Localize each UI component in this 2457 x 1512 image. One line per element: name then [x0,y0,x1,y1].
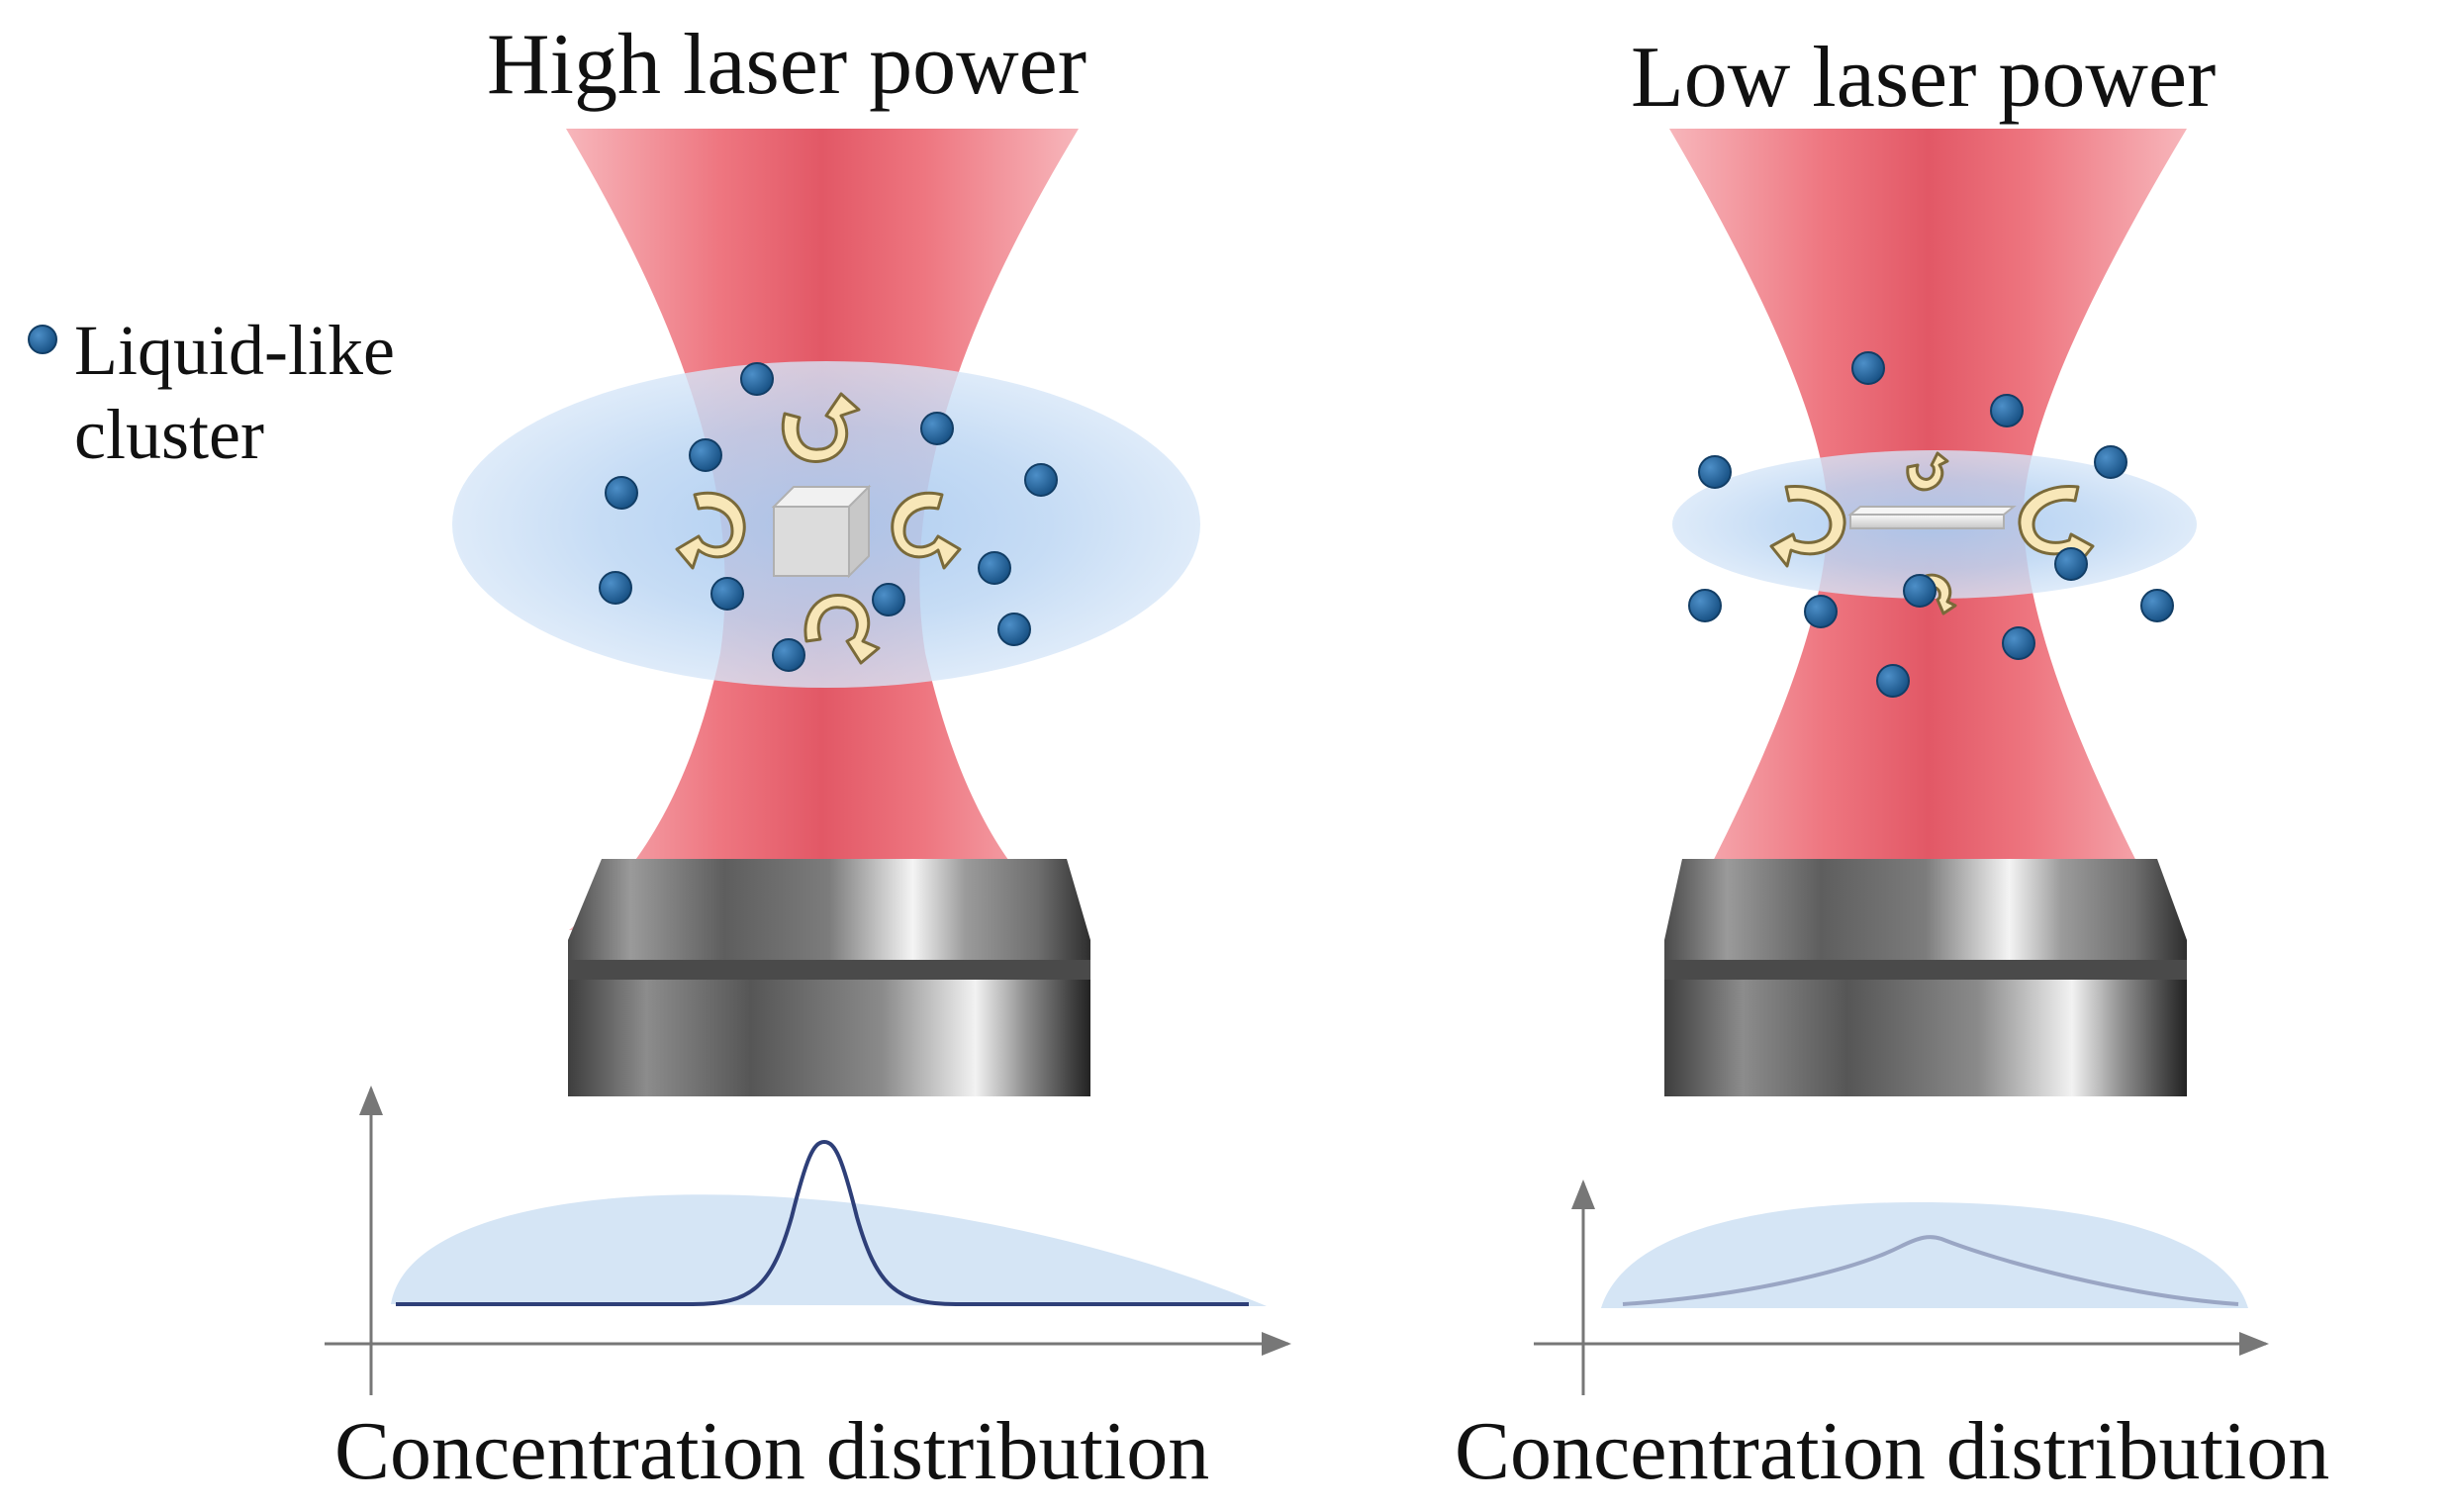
cluster-dot [740,362,774,396]
flow-arrows-high [675,392,962,665]
objective-lens-high [568,859,1090,1096]
objective-lens-low [1664,859,2187,1096]
cube-crystal [771,484,872,579]
cluster-dot [1804,595,1838,628]
cluster-dot [1688,589,1722,622]
title-high-power: High laser power [487,17,1087,113]
cluster-dot [605,476,638,510]
cluster-dot [710,577,744,611]
curved-arrow-icon [1906,451,1949,492]
caption-low-power: Concentration distribution [1455,1405,2330,1497]
cluster-dot [2002,626,2035,660]
legend-label-line1: Liquid-like [74,311,395,390]
distribution-plot-high [325,1086,1291,1395]
panel-low-power [1534,129,2269,1395]
curved-arrow-icon [803,594,881,665]
cluster-dot [1990,394,2024,427]
title-low-power: Low laser power [1631,30,2217,126]
legend-label-line2: cluster [74,394,264,474]
clusters-high [599,362,1058,672]
concentration-curve [396,1139,1249,1306]
curved-arrow-icon [781,392,861,463]
curved-arrow-icon [891,491,962,570]
cluster-dot [1698,455,1732,489]
legend-label: Liquid-like cluster [74,309,395,477]
cluster-dot [2054,547,2088,581]
distribution-plot-low [1534,1180,2269,1395]
dot-icon [28,325,57,354]
cluster-dot [1876,664,1910,698]
cluster-dot [997,613,1031,646]
cluster-dot [920,412,954,445]
cluster-dot [978,551,1011,585]
cluster-dot [689,438,722,472]
curved-arrow-icon [1769,484,1846,568]
cluster-dot [2094,445,2127,479]
clusters-low [1688,351,2174,698]
rod-crystal [1847,506,2017,529]
flow-arrows-low [1769,451,2095,615]
curved-arrow-icon [675,491,746,570]
cluster-dot [772,638,805,672]
cluster-dot [1903,574,1937,608]
caption-high-power: Concentration distribution [334,1405,1210,1497]
cluster-dot [2140,589,2174,622]
concentration-area [391,1194,1267,1306]
concentration-curve [1622,1235,2239,1306]
cluster-dot [1851,351,1885,385]
cluster-dot [872,583,905,616]
panel-high-power [325,129,1291,1395]
cluster-dot [599,571,632,605]
cluster-dot [1024,463,1058,497]
